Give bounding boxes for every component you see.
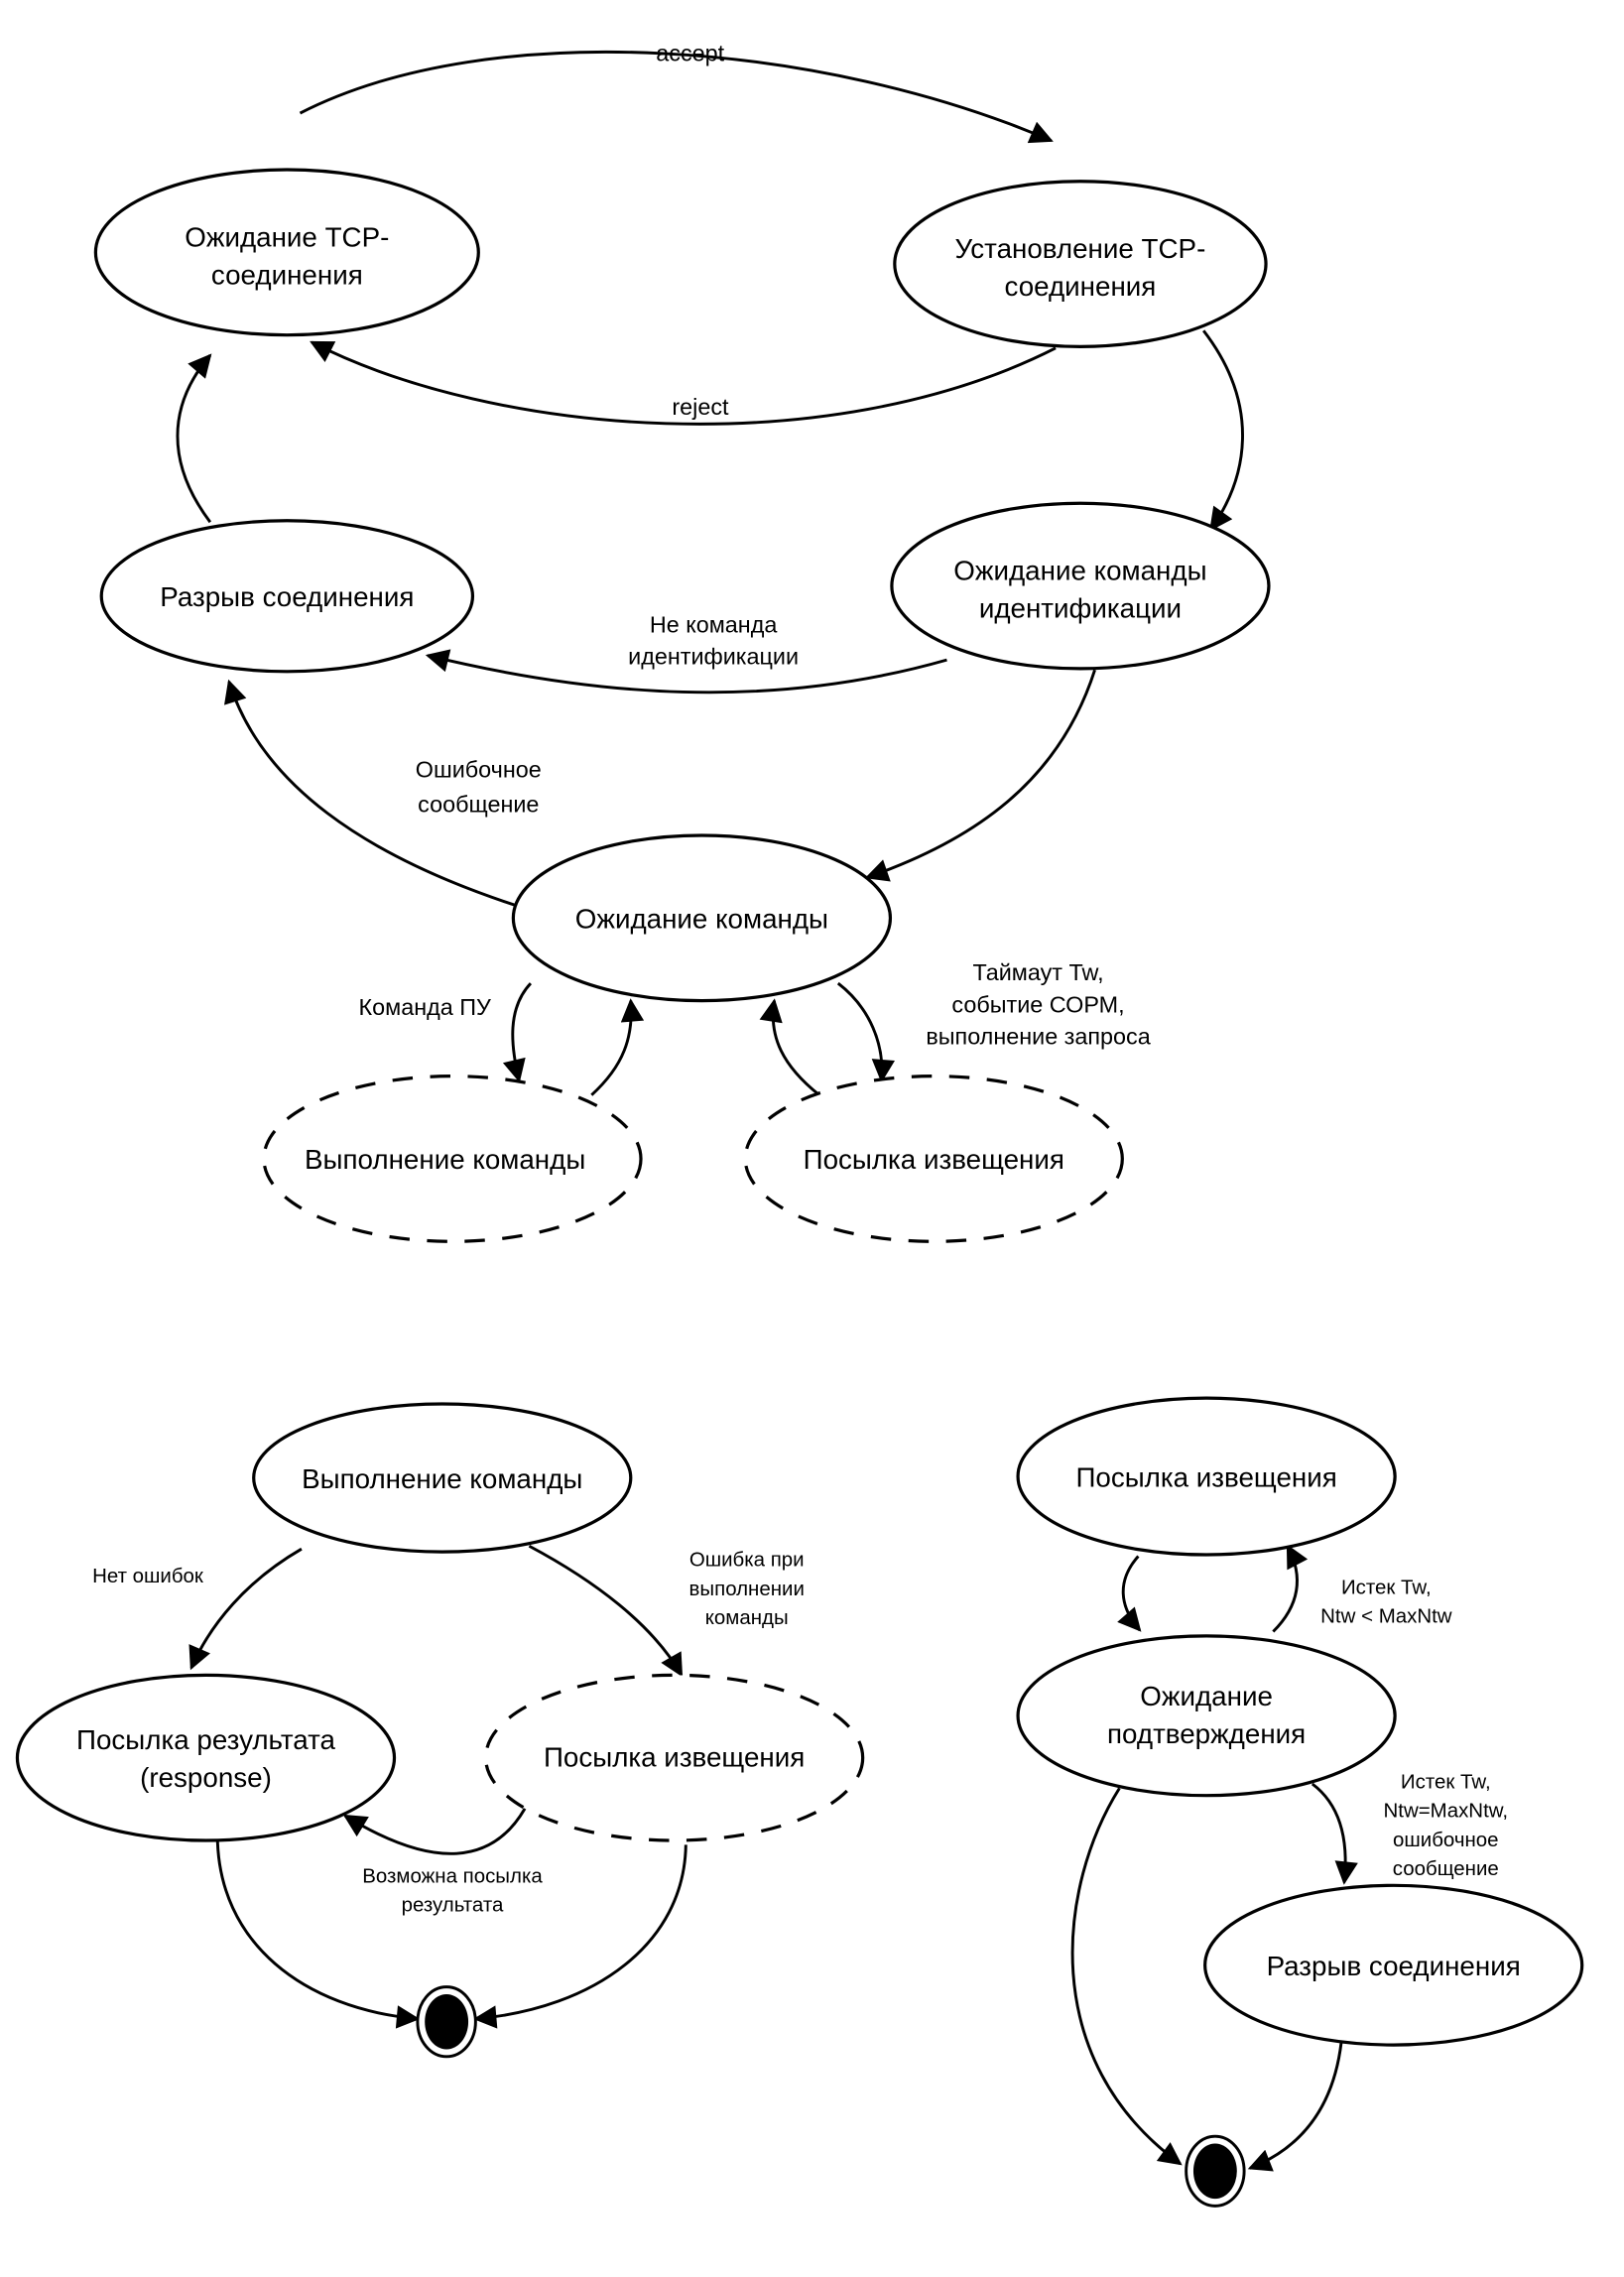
state-label: Ожидание [1140, 1681, 1273, 1711]
edge-label-error-msg: Ошибочное [416, 757, 542, 783]
state-label: Ожидание команды [953, 556, 1206, 586]
edge-accept [299, 50, 1054, 144]
state-wait-cmd: Ожидание команды [511, 833, 893, 1003]
state-label: идентификации [979, 593, 1182, 624]
edge-label-maybe-result: Возможна посылка [362, 1864, 543, 1887]
state-label: соединения [211, 260, 363, 291]
state-label: Ожидание TCP- [185, 222, 389, 253]
edge-label-retry: Истек Tw, [1341, 1577, 1432, 1599]
bottom-right-diagram: Посылка извещения Ожидание подтверждения… [1016, 1396, 1584, 2208]
state-exec-cmd: Выполнение команды [262, 1075, 643, 1243]
edge-label-maybe-result: результата [402, 1894, 504, 1917]
state-wait-ident: Ожидание команды идентификации [890, 501, 1271, 671]
final-state-left [416, 1985, 477, 2059]
state-label: Посылка извещения [1075, 1461, 1336, 1492]
state-send-result: Посылка результата (response) [15, 1673, 397, 1842]
edge-exec-error [528, 1544, 684, 1678]
edge-retry [1272, 1544, 1309, 1633]
edge-label-accept: accept [656, 40, 724, 65]
state-label: Посылка извещения [544, 1741, 805, 1772]
edge-label-give-up: Истек Tw, [1401, 1770, 1491, 1793]
state-send-notice-2: Посылка извещения [483, 1673, 865, 1842]
state-wait-tcp: Ожидание TCP- соединения [93, 168, 480, 337]
bottom-left-diagram: Выполнение команды Посылка результата (r… [15, 1402, 865, 2059]
edge-ident-to-wait-cmd [864, 669, 1096, 882]
edge-label-not-ident: Не команда [650, 611, 777, 637]
state-label: Разрыв соединения [1267, 1951, 1521, 1981]
state-send-notice: Посылка извещения [743, 1075, 1124, 1243]
edge-label-retry: Ntw < MaxNtw [1320, 1605, 1452, 1628]
state-exec-cmd-2: Выполнение команды [252, 1402, 633, 1554]
edge-exec-return [590, 998, 645, 1096]
state-disconnect: Разрыв соединения [99, 519, 475, 674]
edge-label-timeout: Таймаут Tw, [973, 959, 1104, 985]
state-label: Разрыв соединения [160, 581, 414, 612]
state-label: (response) [140, 1762, 272, 1793]
edge-notice-return [759, 998, 820, 1096]
edge-label-exec-error: команды [705, 1606, 789, 1629]
edge-no-errors [188, 1547, 303, 1671]
edge-error-msg [224, 679, 520, 909]
edge-give-up [1311, 1782, 1358, 1885]
state-label: подтверждения [1107, 1718, 1306, 1749]
edge-result-to-final [215, 1834, 421, 2029]
edge-maybe-result [342, 1808, 527, 1855]
edge-label-exec-error: Ошибка при [689, 1549, 805, 1572]
edge-label-exec-error: выполнении [689, 1578, 805, 1600]
state-establish-tcp: Установление TCP- соединения [893, 180, 1268, 348]
state-label: Выполнение команды [305, 1144, 585, 1175]
state-disconnect-2: Разрыв соединения [1203, 1883, 1584, 2047]
top-diagram [176, 50, 1244, 1096]
edge-not-ident [425, 649, 947, 695]
state-label: Ожидание команды [575, 904, 828, 935]
edge-label-not-ident: идентификации [628, 643, 799, 669]
edge-wait-ack-to-final [1070, 1787, 1183, 2166]
state-label: Посылка результата [76, 1724, 335, 1755]
edge-notice-to-final [473, 1844, 687, 2029]
state-send-notice-3: Посылка извещения [1016, 1396, 1397, 1557]
edge-disconnect-to-wait-tcp [176, 353, 212, 524]
edge-label-pu-cmd: Команда ПУ [359, 994, 492, 1020]
edge-timeout [836, 981, 895, 1083]
edge-reject [310, 340, 1057, 426]
edge-label-give-up: сообщение [1393, 1857, 1499, 1880]
edge-label-reject: reject [672, 394, 729, 420]
edge-label-timeout: выполнение запроса [926, 1023, 1150, 1049]
edge-label-no-errors: Нет ошибок [92, 1565, 204, 1587]
state-label: Выполнение команды [302, 1463, 582, 1494]
state-label: Посылка извещения [804, 1144, 1064, 1175]
state-label: Установление TCP- [955, 233, 1206, 264]
edge-disconnect-to-final [1247, 2042, 1343, 2172]
edge-notice-to-wait-ack [1117, 1555, 1142, 1632]
state-wait-ack: Ожидание подтверждения [1016, 1634, 1397, 1798]
final-state-right [1185, 2134, 1246, 2208]
state-label: соединения [1005, 271, 1157, 302]
edge-pu-cmd [502, 982, 532, 1083]
edge-label-error-msg: сообщение [418, 792, 539, 818]
edge-establish-to-ident [1202, 329, 1244, 532]
edge-label-timeout: событие СОРМ, [951, 991, 1124, 1017]
edge-label-give-up: ошибочное [1393, 1829, 1499, 1851]
edge-label-give-up: Ntw=MaxNtw, [1384, 1800, 1509, 1823]
